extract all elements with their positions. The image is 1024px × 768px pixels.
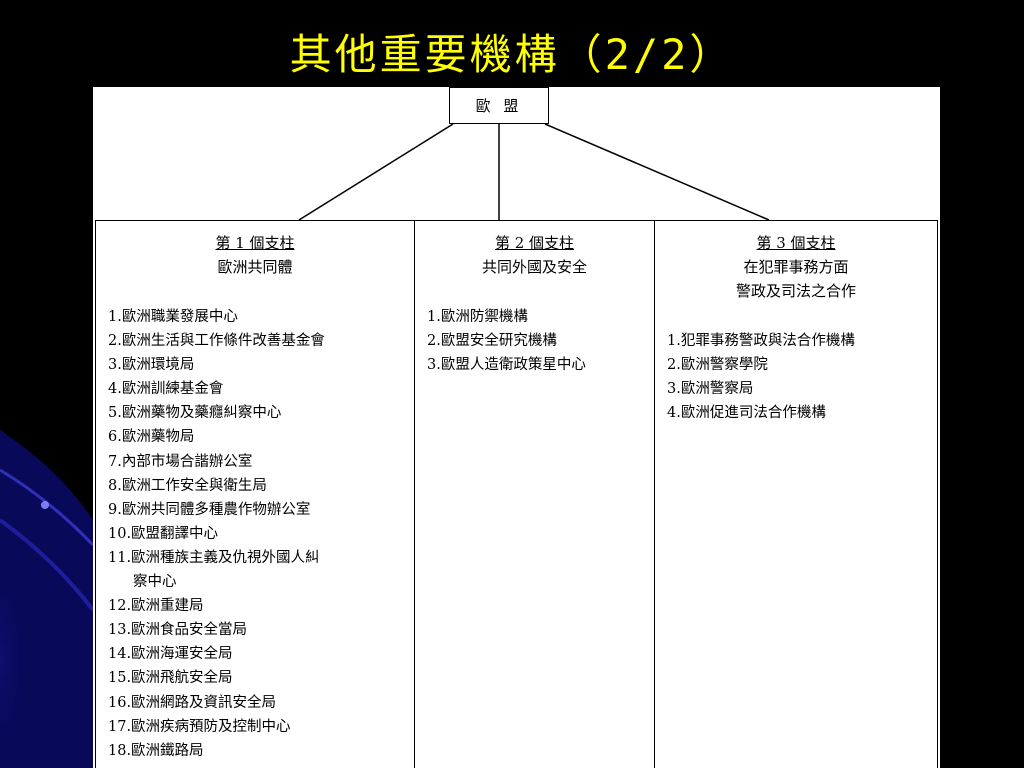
- pillar-3-list: 1.犯罪事務警政與法合作機構 2.歐洲警察學院 3.歐洲警察局 4.歐洲促進司法…: [667, 329, 937, 425]
- list-item: 3.歐盟人造衛政策星中心: [427, 357, 586, 374]
- pillar-3-heading: 第 3 個支柱 在犯罪事務方面 警政及司法之合作: [667, 231, 937, 303]
- list-item: 6.歐洲藥物局: [108, 429, 195, 446]
- list-item: 1.歐洲職業發展中心: [108, 309, 238, 325]
- pillar-number: 第 3 個支柱: [756, 234, 836, 252]
- list-item: 4.歐洲促進司法合作機構: [667, 405, 826, 422]
- list-item: 1.歐洲防禦機構: [427, 309, 528, 325]
- list-item: 14.歐洲海運安全局: [108, 646, 233, 663]
- pillars-table: 第 1 個支柱 歐洲共同體 1.歐洲職業發展中心 2.歐洲生活與工作條件改善基金…: [95, 220, 938, 768]
- pillar-1-list: 1.歐洲職業發展中心 2.歐洲生活與工作條件改善基金會 3.歐洲環境局 4.歐洲…: [108, 305, 414, 763]
- pillar-heading-line: 警政及司法之合作: [735, 282, 856, 300]
- list-item: 1.犯罪事務警政與法合作機構: [667, 333, 855, 349]
- list-item: 9.歐洲共同體多種農作物辦公室: [108, 501, 311, 518]
- pillar-2-list: 1.歐洲防禦機構 2.歐盟安全研究機構 3.歐盟人造衛政策星中心: [427, 305, 654, 377]
- blue-swoosh: [0, 430, 93, 768]
- list-item: 15.歐洲飛航安全局: [108, 670, 233, 687]
- pillar-1-column: 第 1 個支柱 歐洲共同體 1.歐洲職業發展中心 2.歐洲生活與工作條件改善基金…: [96, 221, 414, 768]
- glow-dot: [41, 501, 49, 509]
- pillar-heading-line: 共同外國及安全: [481, 258, 587, 276]
- list-item: 3.歐洲警察局: [667, 381, 754, 398]
- list-item: 8.歐洲工作安全與衛生局: [108, 477, 267, 494]
- list-item: 2.歐洲警察學院: [667, 357, 768, 374]
- list-item: 7.內部市場合諧辦公室: [108, 453, 253, 470]
- slide-title: 其他重要機構（2/2）: [289, 30, 735, 79]
- connector-line-pillar-3: [544, 123, 770, 221]
- blue-streak: [0, 518, 95, 612]
- connector-lines: [298, 123, 770, 221]
- root-node-eu: 歐 盟: [449, 87, 549, 124]
- list-item: 2.歐盟安全研究機構: [427, 333, 557, 350]
- pillar-number: 第 2 個支柱: [494, 234, 575, 252]
- list-item: 4.歐洲訓練基金會: [108, 381, 224, 398]
- list-item: 11.歐洲種族主義及仇視外國人糾: [108, 549, 320, 566]
- pillar-1-heading: 第 1 個支柱 歐洲共同體: [108, 231, 414, 279]
- list-item: 2.歐洲生活與工作條件改善基金會: [108, 333, 325, 350]
- list-item-continuation: 察中心: [133, 574, 177, 591]
- list-item: 18.歐洲鐵路局: [108, 742, 204, 759]
- list-item: 3.歐洲環境局: [108, 357, 195, 374]
- pillar-heading-line: 在犯罪事務方面: [743, 258, 849, 276]
- pillar-3-column: 第 3 個支柱 在犯罪事務方面 警政及司法之合作 1.犯罪事務警政與法合作機構 …: [654, 221, 937, 768]
- list-item: 13.歐洲食品安全當局: [108, 622, 248, 639]
- pillar-2-column: 第 2 個支柱 共同外國及安全 1.歐洲防禦機構 2.歐盟安全研究機構 3.歐盟…: [414, 221, 654, 768]
- list-item: 10.歐盟翻譯中心: [108, 525, 219, 542]
- list-item: 12.歐洲重建局: [108, 598, 204, 615]
- list-item: 5.歐洲藥物及藥癮糾察中心: [108, 405, 282, 422]
- connector-line-pillar-1: [298, 123, 454, 221]
- org-chart: 歐 盟 第 1 個支柱 歐洲共同體 1.歐洲職業發展中心 2.歐洲生活與工作條件…: [93, 87, 940, 768]
- list-item: 16.歐洲網路及資訊安全局: [108, 694, 277, 711]
- pillar-heading-line: 歐洲共同體: [217, 258, 293, 276]
- list-item: 17.歐洲疾病預防及控制中心: [108, 718, 291, 735]
- pillar-number: 第 1 個支柱: [215, 234, 295, 252]
- pillar-2-heading: 第 2 個支柱 共同外國及安全: [427, 231, 654, 279]
